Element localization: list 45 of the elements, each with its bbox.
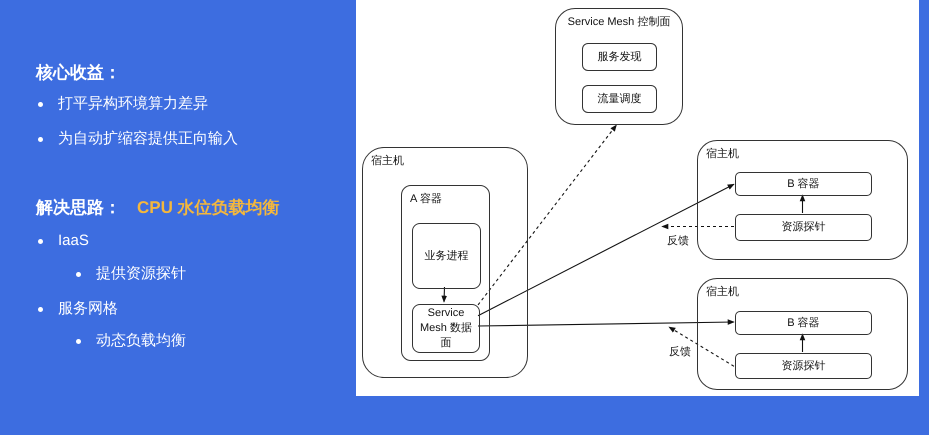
node-label: Service Mesh 控制面 [568,15,670,30]
node-label: B 容器 [787,316,820,330]
dashed-arrow [478,124,617,306]
arrow [800,194,806,213]
node-label: 服务发现 [598,50,642,64]
process-box [735,172,872,196]
node-label: B 容器 [787,176,820,192]
section-heading: 解决思路： [36,197,121,219]
bullet-item: 动态负载均衡 [74,331,186,350]
section-heading: 核心收益： [36,62,121,84]
bullet-item: 提供资源探针 [74,264,186,283]
bullet-item: 打平异构环境算力差异 [36,94,208,113]
container-box [697,140,908,260]
node-label: 流量调度 [598,92,642,106]
edge-label: 反馈 [665,233,691,248]
node-label: 宿主机 [706,147,739,162]
process-box [735,353,872,379]
arrow [441,286,447,303]
process-box [735,311,872,335]
process-box [582,43,657,71]
process-box [735,214,872,241]
bullet-item: 为自动扩缩容提供正向输入 [36,129,238,148]
bullet-item: 服务网格 [36,299,118,318]
node-label: Service Mesh 数据面 [419,306,473,351]
dashed-arrow [668,326,734,367]
edge-label: 反馈 [667,344,693,359]
dashed-arrow [661,224,734,230]
arrow [478,184,735,316]
bullet-item: IaaS [36,232,89,249]
node-label: 资源探针 [782,358,826,374]
arrow [800,333,806,352]
arrow [478,319,735,327]
container-box [362,147,528,378]
node-label: A 容器 [410,192,442,207]
section-heading: CPU 水位负载均衡 [137,197,280,219]
node-label: 宿主机 [371,154,404,169]
node-label: 宿主机 [706,285,739,300]
container-box [555,8,683,125]
process-box [582,85,657,113]
node-label: 业务进程 [424,248,468,264]
container-box [401,185,490,361]
node-label: 资源探针 [782,220,826,235]
process-box [412,223,481,289]
process-box [412,304,480,353]
container-box [697,278,908,390]
